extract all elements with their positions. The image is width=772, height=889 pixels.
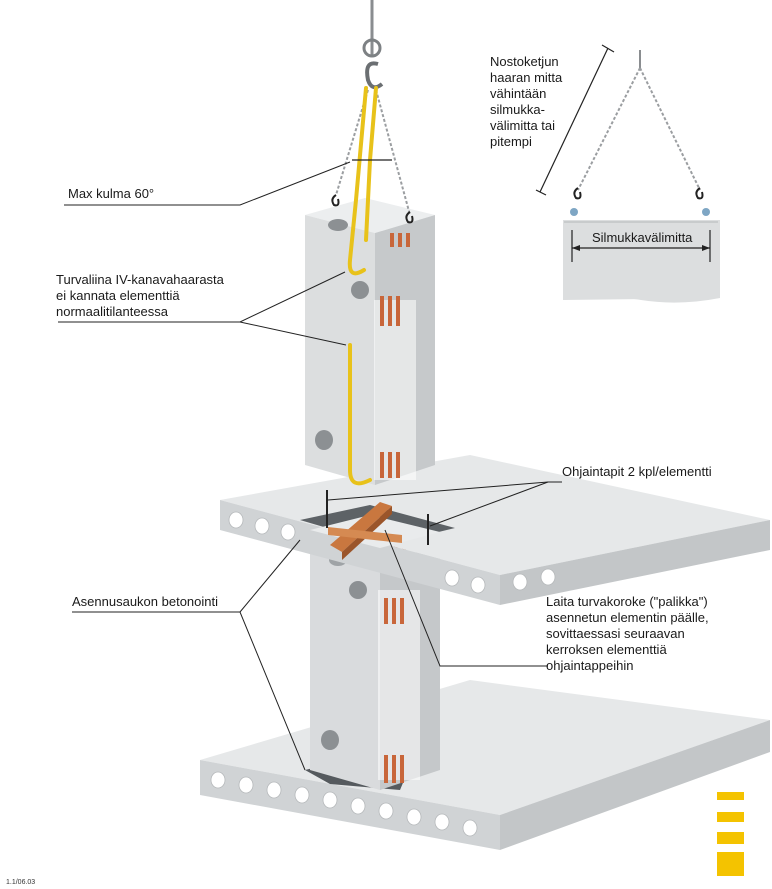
- safety-block-label: Laita turvakoroke ("palikka") asennetun …: [546, 594, 709, 673]
- brand-bar-4: [717, 852, 744, 876]
- guide-pins: [326, 490, 429, 545]
- brand-bar-2: [717, 812, 744, 822]
- crane-hook: [362, 0, 384, 90]
- leader-lines: [58, 161, 562, 771]
- chain-hooks: [331, 194, 414, 224]
- safety-block: [328, 502, 402, 560]
- loop-spacing-label: Silmukkavälimitta: [592, 230, 693, 245]
- guide-pins-label: Ohjaintapit 2 kpl/elementti: [562, 464, 712, 479]
- upper-element: [305, 198, 435, 485]
- document-code: 1.1/06.03: [6, 879, 36, 886]
- hole-concreting-label: Asennusaukon betonointi: [72, 594, 219, 609]
- brand-bar-3: [717, 832, 744, 844]
- safety-rope-label: Turvaliina IV-kanavahaarasta ei kannata …: [56, 272, 224, 319]
- chain-inset: [535, 44, 720, 303]
- bottom-floor-slab: [200, 680, 770, 850]
- brand-bar-1: [717, 792, 744, 800]
- lifting-chains: [335, 89, 411, 216]
- chain-length-note: Nostoketjun haaran mitta vähintään silmu…: [490, 54, 563, 149]
- max-angle-label: Max kulma 60°: [68, 186, 155, 201]
